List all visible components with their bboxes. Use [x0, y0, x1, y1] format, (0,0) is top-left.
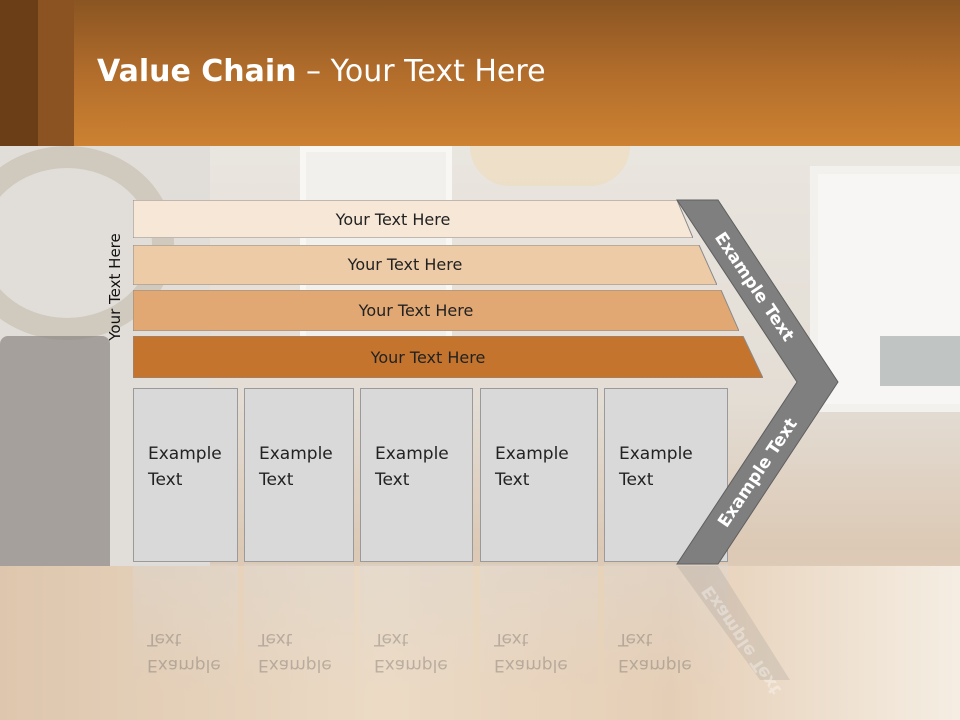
layer-bar-1[interactable]: Your Text Here	[133, 200, 693, 238]
column-reflection: Example Text	[480, 564, 598, 694]
title-bold: Value Chain	[97, 54, 297, 89]
column-reflection: Example Text	[244, 564, 354, 694]
reflection-text: Example Text	[618, 629, 692, 675]
reflection-text: Example Text	[494, 629, 568, 675]
layer-bar-3[interactable]: Your Text Here	[133, 290, 739, 331]
column-text: Example Text	[148, 444, 222, 490]
side-label[interactable]: Your Text Here	[106, 233, 124, 341]
reflection-text: Example Text	[258, 629, 332, 675]
column-box-5[interactable]: Example Text	[604, 388, 728, 562]
layer-bar-shape	[133, 245, 717, 285]
column-box-1[interactable]: Example Text	[133, 388, 238, 562]
layer-bar-shape	[133, 290, 739, 331]
layer-bar-shape	[133, 336, 763, 378]
layer-bar-label: Your Text Here	[358, 301, 474, 320]
layer-bar-label: Your Text Here	[335, 209, 451, 229]
layer-bar-label: Your Text Here	[370, 347, 486, 367]
column-reflection: Example Text	[133, 564, 238, 694]
reflection-text: Example Text	[147, 629, 221, 675]
title-rest: – Your Text Here	[296, 54, 546, 89]
column-text: Example Text	[375, 444, 449, 490]
header-stripe	[38, 0, 74, 146]
layer-bar-4[interactable]: Your Text Here	[133, 336, 763, 378]
column-text: Example Text	[259, 444, 333, 490]
column-reflection: Example Text	[360, 564, 473, 694]
column-text: Example Text	[495, 444, 569, 490]
layer-bar-label: Your Text Here	[347, 254, 463, 274]
header-stripe	[0, 0, 38, 146]
title-bar: Value Chain – Your Text Here	[0, 0, 960, 146]
slide-title[interactable]: Value Chain – Your Text Here	[97, 54, 546, 89]
layer-bar-2[interactable]: Your Text Here	[133, 245, 717, 285]
column-box-3[interactable]: Example Text	[360, 388, 473, 562]
column-box-4[interactable]: Example Text	[480, 388, 598, 562]
column-text: Example Text	[619, 444, 693, 490]
column-box-2[interactable]: Example Text	[244, 388, 354, 562]
reflection-text: Example Text	[374, 629, 448, 675]
column-reflection: Example Text	[604, 564, 728, 694]
layer-bar-shape	[133, 200, 693, 238]
